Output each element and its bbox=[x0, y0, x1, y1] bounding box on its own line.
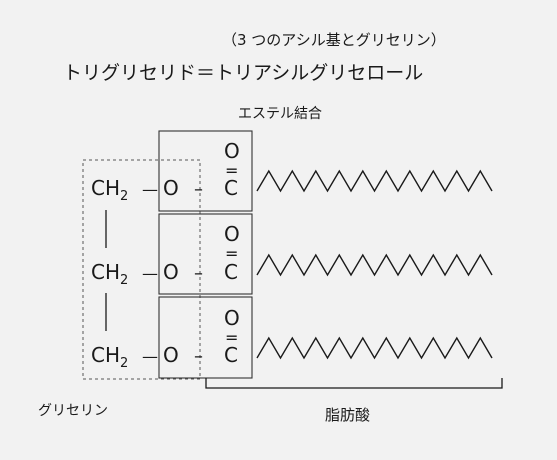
carbonyl-oxygen: O bbox=[224, 139, 240, 163]
ester-rows: CH2 — O – C O = CH2 — O – C O = CH2 — O … bbox=[91, 139, 240, 371]
fatty-acid-chain-3 bbox=[256, 336, 493, 360]
ester-oxygen: O bbox=[163, 260, 179, 284]
fatty-acid-bracket bbox=[205, 378, 503, 389]
ch2-group: CH2 bbox=[91, 343, 128, 371]
row-2: CH2 — O – C O = bbox=[91, 222, 240, 288]
ester-bond-label: エステル結合 bbox=[238, 106, 322, 122]
fatty-acid-chains bbox=[256, 169, 493, 360]
carbonyl-oxygen: O bbox=[224, 306, 240, 330]
single-bond: — bbox=[142, 347, 158, 366]
ch2-group: CH2 bbox=[91, 176, 128, 204]
ester-oxygen: O bbox=[163, 176, 179, 200]
row-3: CH2 — O – C O = bbox=[91, 306, 240, 371]
o-c-bond: – bbox=[194, 346, 203, 367]
title: トリグリセリド＝トリアシルグリセロール bbox=[63, 62, 423, 84]
o-c-bond: – bbox=[194, 179, 203, 200]
fatty-acid-label: 脂肪酸 bbox=[325, 406, 370, 424]
ch2-group: CH2 bbox=[91, 260, 128, 288]
carbonyl-oxygen: O bbox=[224, 222, 240, 246]
double-bond: = bbox=[225, 244, 238, 263]
subtitle: （3 つのアシル基とグリセリン） bbox=[222, 31, 446, 49]
double-bond: = bbox=[225, 161, 238, 180]
carbonyl-carbon: C bbox=[224, 343, 238, 367]
glycerol-label: グリセリン bbox=[38, 403, 108, 419]
ester-box-1 bbox=[158, 130, 253, 212]
o-c-bond: – bbox=[194, 263, 203, 284]
single-bond: — bbox=[142, 180, 158, 199]
fatty-acid-chain-2 bbox=[256, 253, 493, 277]
ester-box-2 bbox=[158, 213, 253, 295]
carbonyl-carbon: C bbox=[224, 260, 238, 284]
ester-oxygen: O bbox=[163, 343, 179, 367]
single-bond: — bbox=[142, 264, 158, 283]
carbonyl-carbon: C bbox=[224, 176, 238, 200]
double-bond: = bbox=[225, 328, 238, 347]
fatty-acid-chain-1 bbox=[256, 169, 493, 193]
row-1: CH2 — O – C O = bbox=[91, 139, 240, 204]
